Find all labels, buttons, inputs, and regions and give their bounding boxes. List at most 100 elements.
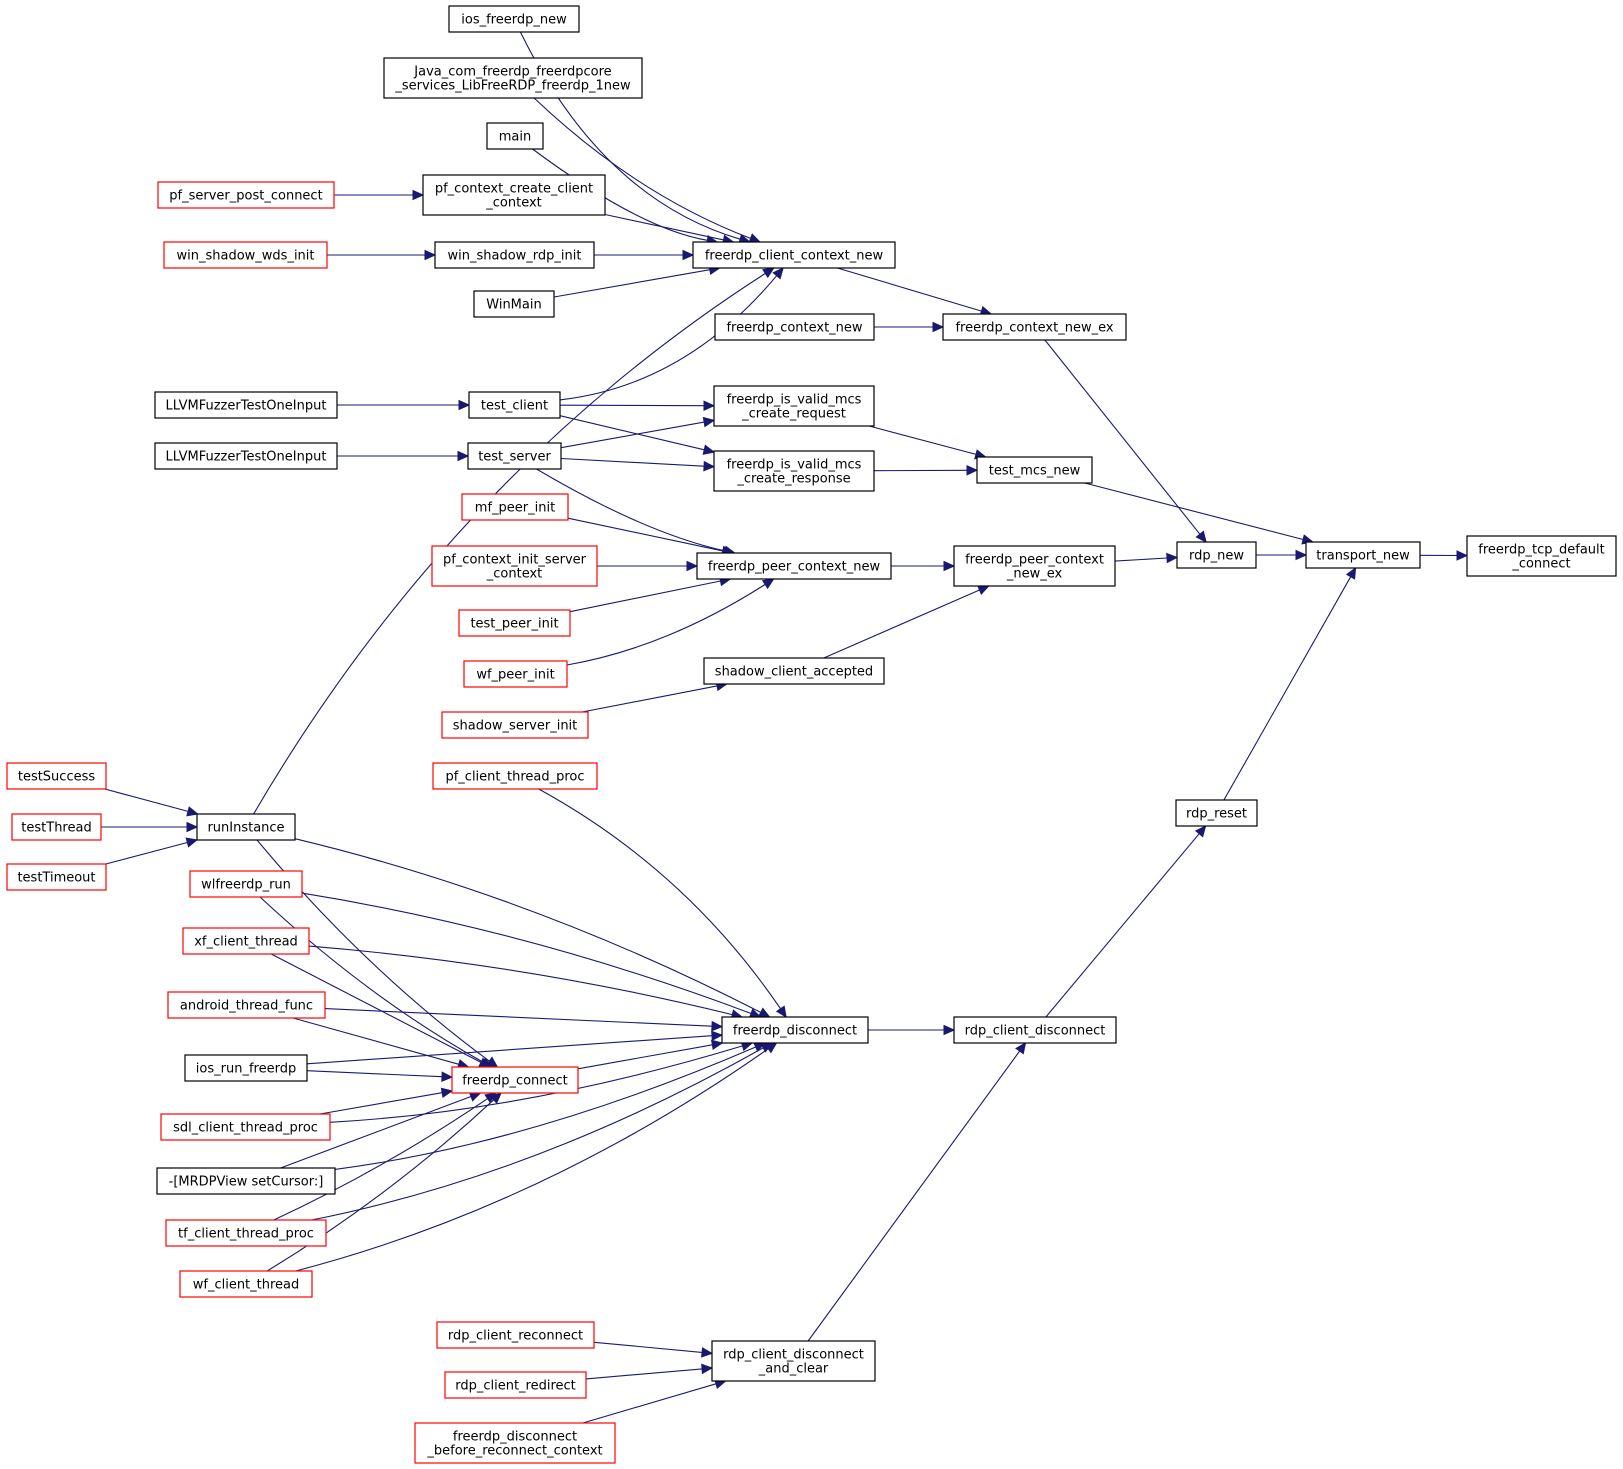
node-box[interactable] — [461, 493, 569, 521]
node-box[interactable] — [713, 450, 875, 492]
node-box[interactable] — [486, 122, 544, 150]
node-mrdpview_setcursor[interactable]: -[MRDPView setCursor:] — [156, 1167, 336, 1195]
node-box[interactable] — [431, 545, 598, 587]
node-box[interactable] — [444, 1371, 587, 1399]
node-pf_context_create_client_context[interactable]: pf_context_create_client_context — [422, 174, 606, 216]
node-box[interactable] — [179, 1270, 313, 1298]
node-sdl_client_thread_proc[interactable]: sdl_client_thread_proc — [160, 1113, 331, 1141]
node-box[interactable] — [1305, 541, 1421, 569]
node-box[interactable] — [196, 813, 296, 841]
node-rdp_reset[interactable]: rdp_reset — [1175, 799, 1258, 827]
node-box[interactable] — [160, 1113, 331, 1141]
node-win_shadow_rdp_init[interactable]: win_shadow_rdp_init — [434, 241, 595, 269]
node-freerdp_peer_context_new_ex[interactable]: freerdp_peer_context_new_ex — [953, 545, 1116, 587]
node-main[interactable]: main — [486, 122, 544, 150]
node-box[interactable] — [383, 57, 643, 99]
node-pf_server_post_connect[interactable]: pf_server_post_connect — [157, 181, 335, 209]
node-shadow_server_init[interactable]: shadow_server_init — [441, 711, 589, 739]
node-box[interactable] — [163, 241, 328, 269]
node-box[interactable] — [157, 181, 335, 209]
node-pf_context_init_server_context[interactable]: pf_context_init_server_context — [431, 545, 598, 587]
node-test_peer_init[interactable]: test_peer_init — [458, 609, 571, 637]
node-test_mcs_new[interactable]: test_mcs_new — [976, 456, 1093, 484]
node-ios_run_freerdp[interactable]: ios_run_freerdp — [184, 1054, 308, 1082]
node-testThread[interactable]: testThread — [11, 813, 102, 841]
node-box[interactable] — [441, 711, 589, 739]
node-tf_client_thread_proc[interactable]: tf_client_thread_proc — [165, 1219, 327, 1247]
node-box[interactable] — [451, 1066, 579, 1094]
node-box[interactable] — [976, 456, 1093, 484]
node-freerdp_connect[interactable]: freerdp_connect — [451, 1066, 579, 1094]
node-box[interactable] — [189, 870, 303, 898]
node-box[interactable] — [703, 657, 885, 685]
node-win_shadow_wds_init[interactable]: win_shadow_wds_init — [163, 241, 328, 269]
node-rdp_client_redirect[interactable]: rdp_client_redirect — [444, 1371, 587, 1399]
node-java_new[interactable]: Java_com_freerdp_freerdpcore_services_Li… — [383, 57, 643, 99]
node-box[interactable] — [436, 1321, 595, 1349]
node-box[interactable] — [953, 1016, 1117, 1044]
node-ios_freerdp_new[interactable]: ios_freerdp_new — [448, 5, 580, 33]
node-rdp_new[interactable]: rdp_new — [1176, 541, 1257, 569]
node-box[interactable] — [154, 391, 338, 419]
node-box[interactable] — [711, 1340, 876, 1382]
node-box[interactable] — [167, 991, 326, 1019]
node-box[interactable] — [458, 609, 571, 637]
node-box[interactable] — [422, 174, 606, 216]
node-box[interactable] — [414, 1422, 616, 1464]
node-focus[interactable]: freerdp_tcp_default_connect — [1466, 535, 1617, 577]
node-freerdp_disconnect[interactable]: freerdp_disconnect — [721, 1016, 869, 1044]
node-box[interactable] — [6, 762, 107, 790]
node-box[interactable] — [692, 241, 896, 269]
node-winmain[interactable]: WinMain — [473, 290, 555, 318]
node-shadow_client_accepted[interactable]: shadow_client_accepted — [703, 657, 885, 685]
node-valid_mcs_request[interactable]: freerdp_is_valid_mcs_create_request — [713, 385, 875, 427]
node-freerdp_client_context_new[interactable]: freerdp_client_context_new — [692, 241, 896, 269]
node-box[interactable] — [182, 927, 310, 955]
node-box[interactable] — [432, 762, 598, 790]
node-test_client[interactable]: test_client — [468, 391, 561, 419]
node-box[interactable] — [1175, 799, 1258, 827]
node-box[interactable] — [473, 290, 555, 318]
node-rdp_client_disconnect[interactable]: rdp_client_disconnect — [953, 1016, 1117, 1044]
node-pf_client_thread_proc[interactable]: pf_client_thread_proc — [432, 762, 598, 790]
node-xf_client_thread[interactable]: xf_client_thread — [182, 927, 310, 955]
node-freerdp_context_new_ex[interactable]: freerdp_context_new_ex — [942, 313, 1127, 341]
node-box[interactable] — [713, 385, 875, 427]
node-wlfreerdp_run[interactable]: wlfreerdp_run — [189, 870, 303, 898]
node-android_thread_func[interactable]: android_thread_func — [167, 991, 326, 1019]
node-box[interactable] — [156, 1167, 336, 1195]
node-box[interactable] — [154, 442, 338, 470]
node-rdp_client_reconnect[interactable]: rdp_client_reconnect — [436, 1321, 595, 1349]
node-valid_mcs_response[interactable]: freerdp_is_valid_mcs_create_response — [713, 450, 875, 492]
node-box[interactable] — [6, 863, 107, 891]
node-box[interactable] — [942, 313, 1127, 341]
node-freerdp_peer_context_new[interactable]: freerdp_peer_context_new — [696, 552, 892, 580]
node-box[interactable] — [434, 241, 595, 269]
node-llvm2[interactable]: LLVMFuzzerTestOneInput — [154, 442, 338, 470]
node-freerdp_disconnect_before_reconnect_context[interactable]: freerdp_disconnect_before_reconnect_cont… — [414, 1422, 616, 1464]
node-runInstance[interactable]: runInstance — [196, 813, 296, 841]
node-testTimeout[interactable]: testTimeout — [6, 863, 107, 891]
node-box[interactable] — [467, 442, 562, 470]
node-box[interactable] — [165, 1219, 327, 1247]
node-box[interactable] — [184, 1054, 308, 1082]
node-mf_peer_init[interactable]: mf_peer_init — [461, 493, 569, 521]
node-transport_new[interactable]: transport_new — [1305, 541, 1421, 569]
node-test_server[interactable]: test_server — [467, 442, 562, 470]
node-testSuccess[interactable]: testSuccess — [6, 762, 107, 790]
node-box[interactable] — [468, 391, 561, 419]
node-box[interactable] — [696, 552, 892, 580]
node-box[interactable] — [448, 5, 580, 33]
node-box[interactable] — [1466, 535, 1617, 577]
node-box[interactable] — [11, 813, 102, 841]
node-box[interactable] — [953, 545, 1116, 587]
node-freerdp_context_new[interactable]: freerdp_context_new — [714, 313, 875, 341]
node-wf_peer_init[interactable]: wf_peer_init — [463, 660, 568, 688]
node-box[interactable] — [463, 660, 568, 688]
node-box[interactable] — [1176, 541, 1257, 569]
node-llvm1[interactable]: LLVMFuzzerTestOneInput — [154, 391, 338, 419]
node-wf_client_thread[interactable]: wf_client_thread — [179, 1270, 313, 1298]
node-box[interactable] — [714, 313, 875, 341]
node-rdp_client_disconnect_and_clear[interactable]: rdp_client_disconnect_and_clear — [711, 1340, 876, 1382]
node-box[interactable] — [721, 1016, 869, 1044]
